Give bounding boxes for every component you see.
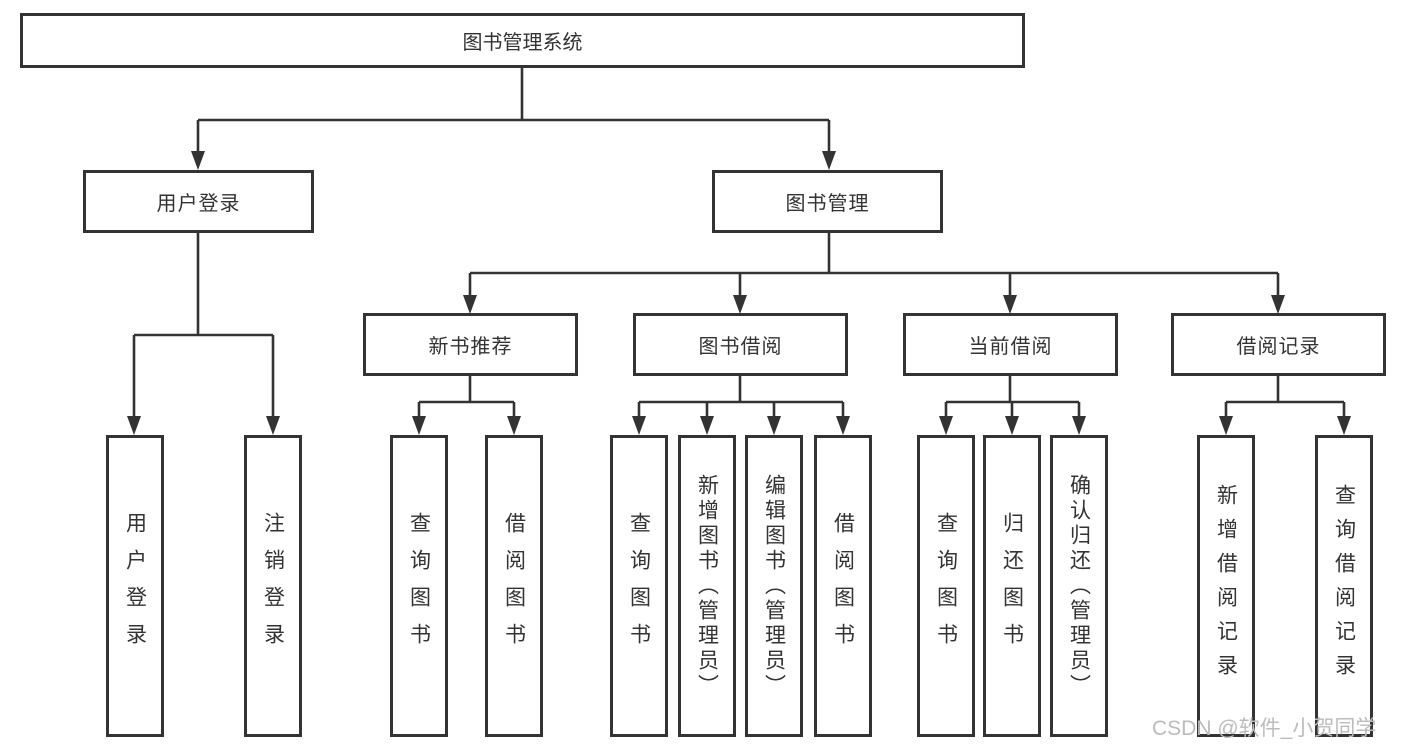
leaf-query-books-2: 查询图书: [610, 435, 668, 737]
node-borrow-record-label: 借阅记录: [1236, 336, 1321, 358]
leaf-add-books-admin: 新增图书（管理员）: [678, 435, 736, 737]
leaf-return-books: 归还图书: [983, 435, 1041, 737]
leaf-logout-label: 注销登录: [261, 512, 285, 660]
leaf-query-borrow-record: 查询借阅记录: [1315, 435, 1373, 737]
leaf-query-books-1: 查询图书: [390, 435, 448, 737]
node-new-book-recommend-label: 新书推荐: [428, 336, 513, 358]
leaf-return-books-label: 归还图书: [1000, 512, 1024, 660]
leaf-borrow-books-2: 借阅图书: [814, 435, 872, 737]
node-book-borrow: 图书借阅: [633, 313, 848, 376]
node-current-borrow: 当前借阅: [903, 313, 1118, 376]
leaf-confirm-return-admin: 确认归还（管理员）: [1050, 435, 1108, 737]
node-user-login-label: 用户登录: [156, 193, 241, 215]
leaf-add-books-admin-label: 新增图书（管理员）: [695, 473, 719, 699]
node-root-label: 图书管理系统: [462, 32, 583, 54]
leaf-add-borrow-record-label: 新增借阅记录: [1214, 484, 1238, 688]
watermark-text: CSDN @软件_小贺同学: [1152, 717, 1377, 740]
leaf-query-books-1-label: 查询图书: [407, 512, 431, 660]
leaf-query-books-2-label: 查询图书: [627, 512, 651, 660]
leaf-query-books-3-label: 查询图书: [934, 512, 958, 660]
leaf-logout: 注销登录: [244, 435, 302, 737]
node-book-management: 图书管理: [712, 170, 943, 233]
node-root: 图书管理系统: [20, 13, 1025, 68]
node-new-book-recommend: 新书推荐: [363, 313, 578, 376]
leaf-user-login-label: 用户登录: [123, 512, 147, 660]
leaf-borrow-books-2-label: 借阅图书: [831, 512, 855, 660]
leaf-borrow-books-1: 借阅图书: [485, 435, 543, 737]
leaf-query-borrow-record-label: 查询借阅记录: [1332, 484, 1356, 688]
leaf-edit-books-admin: 编辑图书（管理员）: [745, 435, 803, 737]
leaf-edit-books-admin-label: 编辑图书（管理员）: [762, 473, 786, 699]
leaf-borrow-books-1-label: 借阅图书: [502, 512, 526, 660]
node-book-borrow-label: 图书借阅: [698, 336, 783, 358]
node-current-borrow-label: 当前借阅: [968, 336, 1053, 358]
leaf-query-books-3: 查询图书: [917, 435, 975, 737]
node-user-login: 用户登录: [83, 170, 314, 233]
leaf-confirm-return-admin-label: 确认归还（管理员）: [1067, 473, 1091, 699]
node-borrow-record: 借阅记录: [1171, 313, 1386, 376]
node-book-management-label: 图书管理: [785, 193, 870, 215]
leaf-user-login: 用户登录: [106, 435, 164, 737]
leaf-add-borrow-record: 新增借阅记录: [1197, 435, 1255, 737]
